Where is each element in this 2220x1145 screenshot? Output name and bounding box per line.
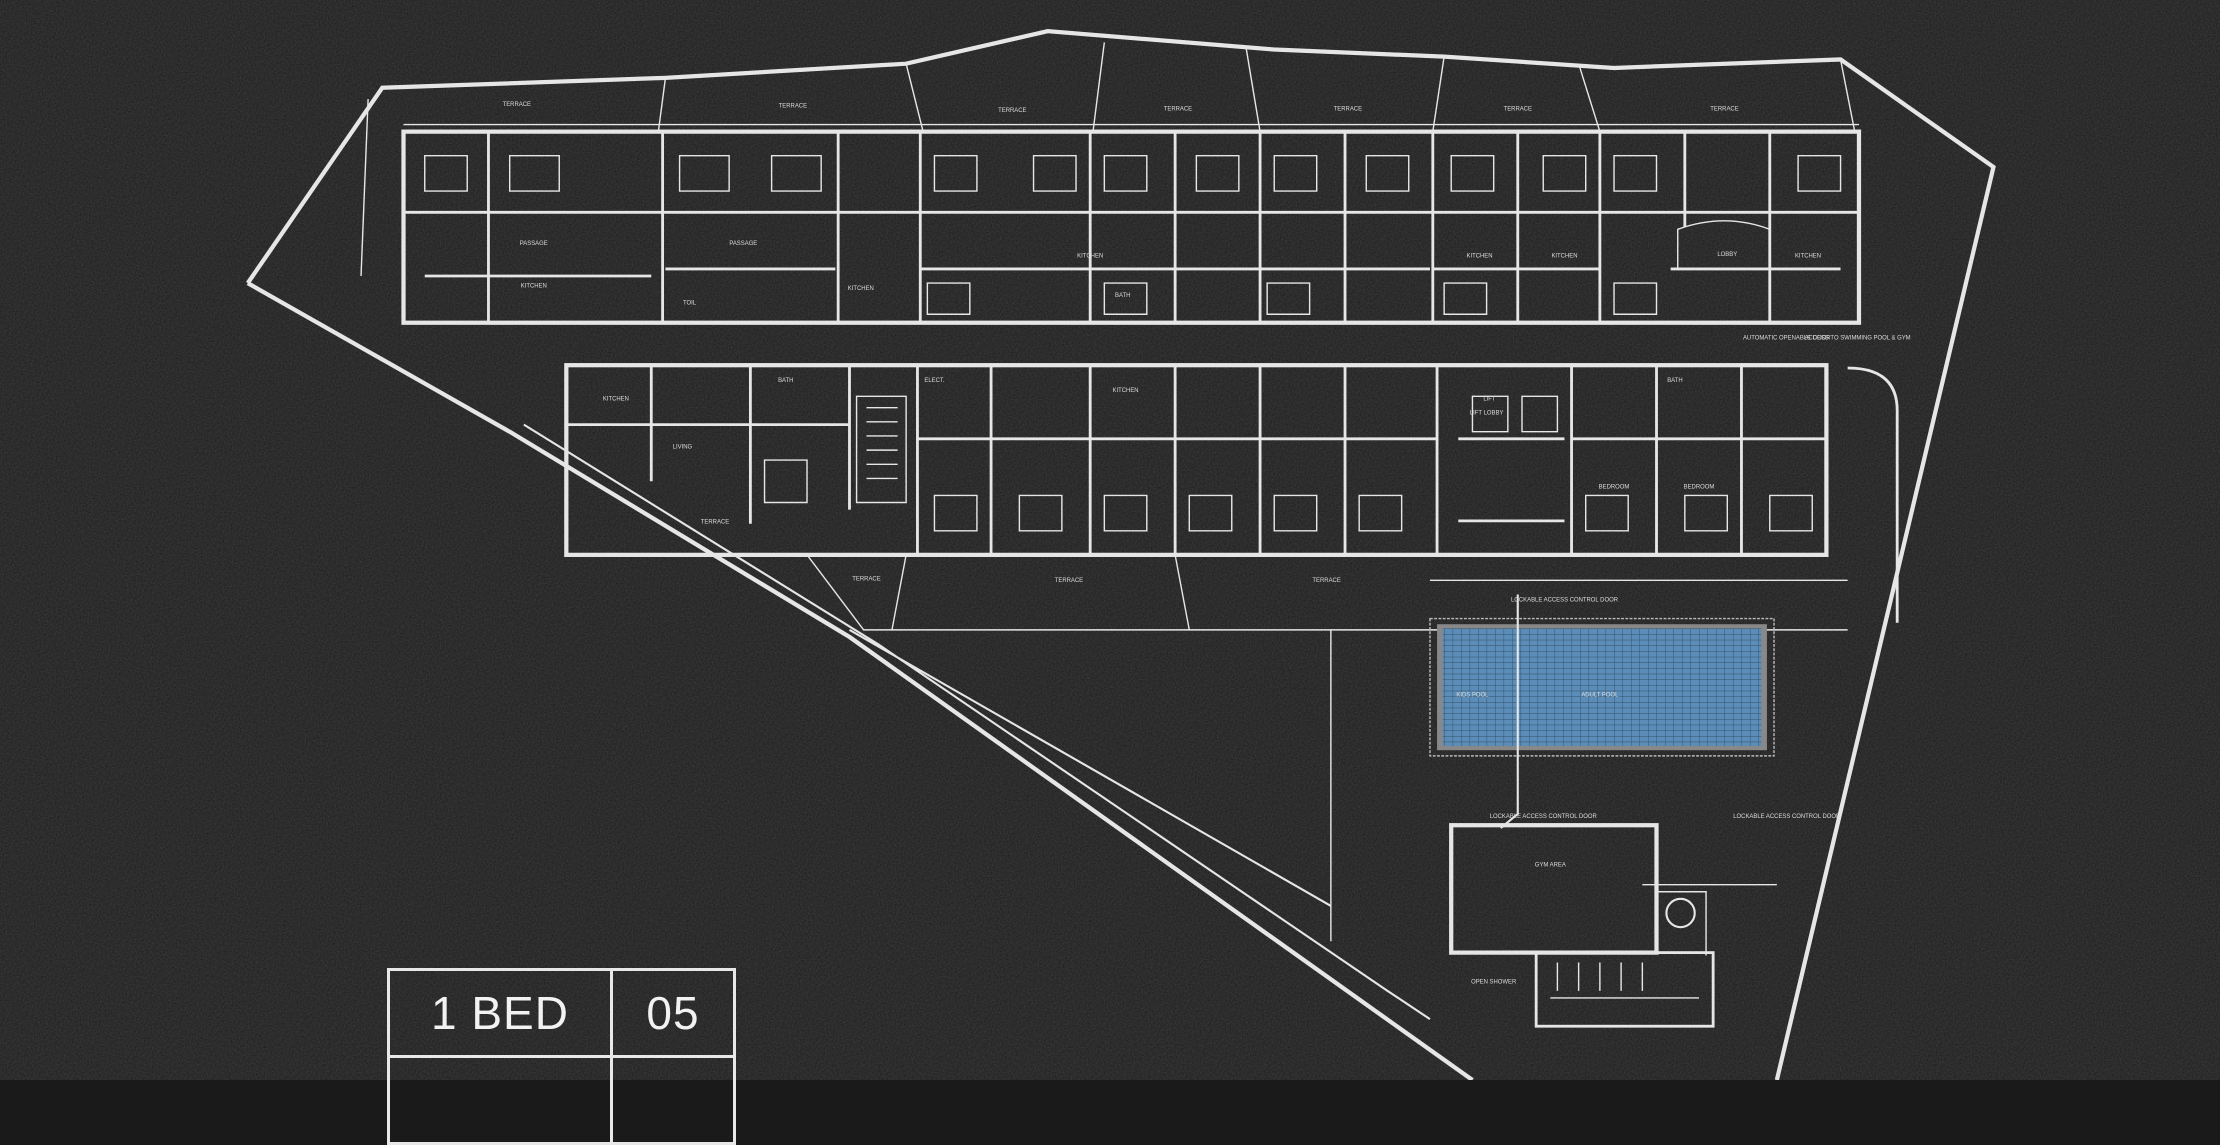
label-kitchen: KITCHEN bbox=[848, 286, 874, 292]
label-terrace: TERRACE bbox=[1055, 578, 1083, 584]
room-labels: TERRACE TERRACE TERRACE TERRACE TERRACE … bbox=[503, 102, 1911, 986]
unit-type bbox=[387, 1055, 613, 1145]
site-floor-plan: TERRACE TERRACE TERRACE TERRACE TERRACE … bbox=[0, 0, 2220, 1080]
unit-type: 1 BED bbox=[387, 968, 613, 1058]
label-terrace: TERRACE bbox=[779, 104, 807, 110]
label-kitchen: KITCHEN bbox=[521, 283, 547, 289]
gym-building bbox=[1449, 823, 1777, 1028]
top-apartment-block bbox=[401, 129, 1862, 325]
label-terrace: TERRACE bbox=[1334, 106, 1362, 112]
label-gym-area: GYM AREA bbox=[1535, 862, 1566, 868]
label-adult-pool: ADULT POOL bbox=[1581, 692, 1619, 698]
bottom-apartment-block bbox=[564, 363, 1899, 623]
label-bath: BATH bbox=[778, 378, 793, 384]
label-bedroom: BEDROOM bbox=[1599, 484, 1630, 490]
label-elect: ELECT. bbox=[924, 378, 944, 384]
label-passage: PASSAGE bbox=[520, 241, 548, 247]
unit-count: 05 bbox=[610, 968, 736, 1058]
label-kids-pool: KIDS POOL bbox=[1456, 692, 1489, 698]
label-bath: BATH bbox=[1115, 293, 1130, 299]
label-bath: BATH bbox=[1667, 378, 1682, 384]
legend-row: 1 BED 05 bbox=[387, 968, 736, 1058]
label-terrace: TERRACE bbox=[1312, 578, 1340, 584]
label-terrace: TERRACE bbox=[701, 520, 729, 526]
label-bedroom: BEDROOM bbox=[1684, 484, 1715, 490]
terrace-outlines bbox=[360, 42, 1859, 942]
label-lockable-door: LOCKABLE ACCESS CONTROL DOOR bbox=[1490, 814, 1598, 820]
label-automatic-door: AUTOMATIC OPENABLE DOOR bbox=[1743, 336, 1831, 342]
legend-row bbox=[387, 1055, 736, 1145]
label-terrace: TERRACE bbox=[503, 102, 531, 108]
unit-count-legend: 1 BED 05 bbox=[387, 968, 736, 1145]
label-kitchen: KITCHEN bbox=[1551, 254, 1577, 260]
unit-count bbox=[610, 1055, 736, 1145]
label-passage: PASSAGE bbox=[729, 241, 757, 247]
label-terrace: TERRACE bbox=[1164, 106, 1192, 112]
inner-boundary bbox=[523, 423, 1431, 1021]
label-lockable-door: LOCKABLE ACCESS CONTROL DOOR bbox=[1511, 598, 1619, 604]
label-toilet: TOIL bbox=[683, 300, 697, 306]
label-kitchen: KITCHEN bbox=[1077, 254, 1103, 260]
label-kitchen: KITCHEN bbox=[1795, 254, 1821, 260]
label-terrace: TERRACE bbox=[998, 108, 1026, 114]
swimming-pool bbox=[1429, 594, 1775, 829]
label-terrace: TERRACE bbox=[1710, 106, 1738, 112]
label-lift: LIFT bbox=[1483, 397, 1496, 403]
label-open-shower: OPEN SHOWER bbox=[1471, 980, 1517, 986]
label-kitchen: KITCHEN bbox=[1466, 254, 1492, 260]
site-boundary bbox=[246, 28, 1996, 1080]
label-lift-lobby: LIFT LOBBY bbox=[1470, 411, 1504, 417]
label-lockable-door: LOCKABLE ACCESS CONTROL DOOR bbox=[1733, 814, 1841, 820]
label-lobby: LOBBY bbox=[1717, 252, 1737, 258]
label-terrace: TERRACE bbox=[852, 576, 880, 582]
label-living: LIVING bbox=[673, 445, 693, 451]
label-kitchen: KITCHEN bbox=[603, 397, 629, 403]
paper-texture bbox=[0, 0, 2220, 1080]
label-terrace: TERRACE bbox=[1504, 106, 1532, 112]
label-kitchen: KITCHEN bbox=[1113, 388, 1139, 394]
label-access-pool-gym: ACCESS TO SWIMMING POOL & GYM bbox=[1804, 336, 1910, 342]
